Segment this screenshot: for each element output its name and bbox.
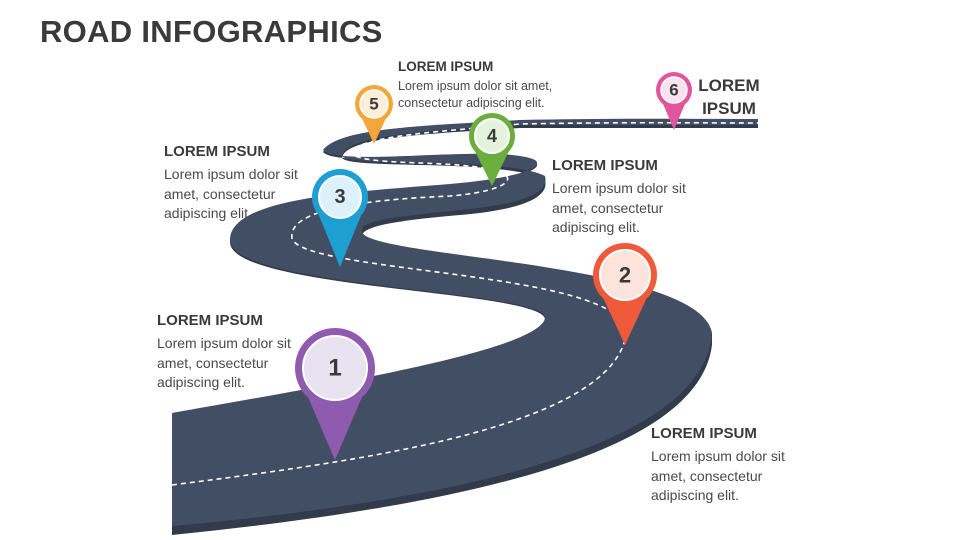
milestone-pin-3: 3 bbox=[312, 169, 368, 267]
milestone-6-heading-line-1: LOREM bbox=[698, 76, 760, 95]
pin-4-number: 4 bbox=[487, 126, 497, 146]
road-surface bbox=[172, 118, 758, 526]
milestone-6-heading-line-2: IPSUM bbox=[702, 99, 756, 118]
milestone-1-heading: LOREM IPSUM bbox=[157, 312, 263, 329]
pin-3-number: 3 bbox=[334, 186, 345, 208]
milestone-pin-1: 1 bbox=[295, 328, 375, 460]
pin-6-number: 6 bbox=[669, 81, 678, 100]
pin-4-tail bbox=[474, 149, 510, 186]
milestone-3-heading: LOREM IPSUM bbox=[164, 143, 270, 160]
milestone-2-text: LOREM IPSUM Lorem ipsum dolor sit amet, … bbox=[651, 425, 811, 506]
milestone-4-heading: LOREM IPSUM bbox=[552, 157, 658, 174]
milestone-pin-6: 6 bbox=[656, 72, 692, 130]
milestone-1-line-2: amet, consectetur bbox=[157, 354, 269, 371]
pin-2-number: 2 bbox=[619, 263, 631, 288]
milestone-1-line-3: adipiscing elit. bbox=[157, 374, 245, 390]
milestone-3-line-3: adipiscing elit. bbox=[164, 205, 252, 221]
milestone-1-text: LOREM IPSUM Lorem ipsum dolor sit amet, … bbox=[157, 312, 307, 393]
milestone-3-line-2: amet, consectetur bbox=[164, 185, 276, 202]
milestone-2-line-1: Lorem ipsum dolor sit bbox=[651, 448, 785, 464]
milestone-5-text: LOREM IPSUM Lorem ipsum dolor sit amet, … bbox=[398, 58, 578, 112]
milestone-4-line-2: amet, consectetur bbox=[552, 199, 664, 216]
pin-1-number: 1 bbox=[328, 355, 341, 382]
road-center-line bbox=[171, 121, 759, 486]
page-title: ROAD INFOGRAPHICS bbox=[40, 14, 383, 49]
pin-5-number: 5 bbox=[369, 95, 378, 114]
milestone-pin-5: 5 bbox=[355, 85, 393, 144]
milestone-pin-4: 4 bbox=[469, 113, 515, 186]
milestone-3-line-1: Lorem ipsum dolor sit bbox=[164, 166, 298, 182]
milestone-4-line-3: adipiscing elit. bbox=[552, 219, 640, 235]
milestone-5-line-1: Lorem ipsum dolor sit amet, bbox=[398, 79, 553, 93]
pin-2-tail bbox=[601, 293, 649, 345]
milestone-3-text: LOREM IPSUM Lorem ipsum dolor sit amet, … bbox=[164, 143, 314, 224]
milestone-4-line-1: Lorem ipsum dolor sit bbox=[552, 180, 686, 196]
milestone-5-line-2: consectetur adipiscing elit. bbox=[398, 96, 545, 110]
milestone-2-line-3: adipiscing elit. bbox=[651, 487, 739, 503]
milestone-2-line-2: amet, consectetur bbox=[651, 467, 763, 484]
milestone-1-line-1: Lorem ipsum dolor sit bbox=[157, 335, 291, 351]
milestone-6-text: LOREM IPSUM bbox=[698, 74, 760, 120]
milestone-pin-2: 2 bbox=[593, 243, 657, 345]
milestone-2-heading: LOREM IPSUM bbox=[651, 425, 757, 442]
pin-3-tail bbox=[318, 213, 362, 267]
pin-1-tail bbox=[305, 390, 365, 460]
milestone-5-heading: LOREM IPSUM bbox=[398, 59, 494, 74]
milestone-4-text: LOREM IPSUM Lorem ipsum dolor sit amet, … bbox=[552, 157, 712, 238]
